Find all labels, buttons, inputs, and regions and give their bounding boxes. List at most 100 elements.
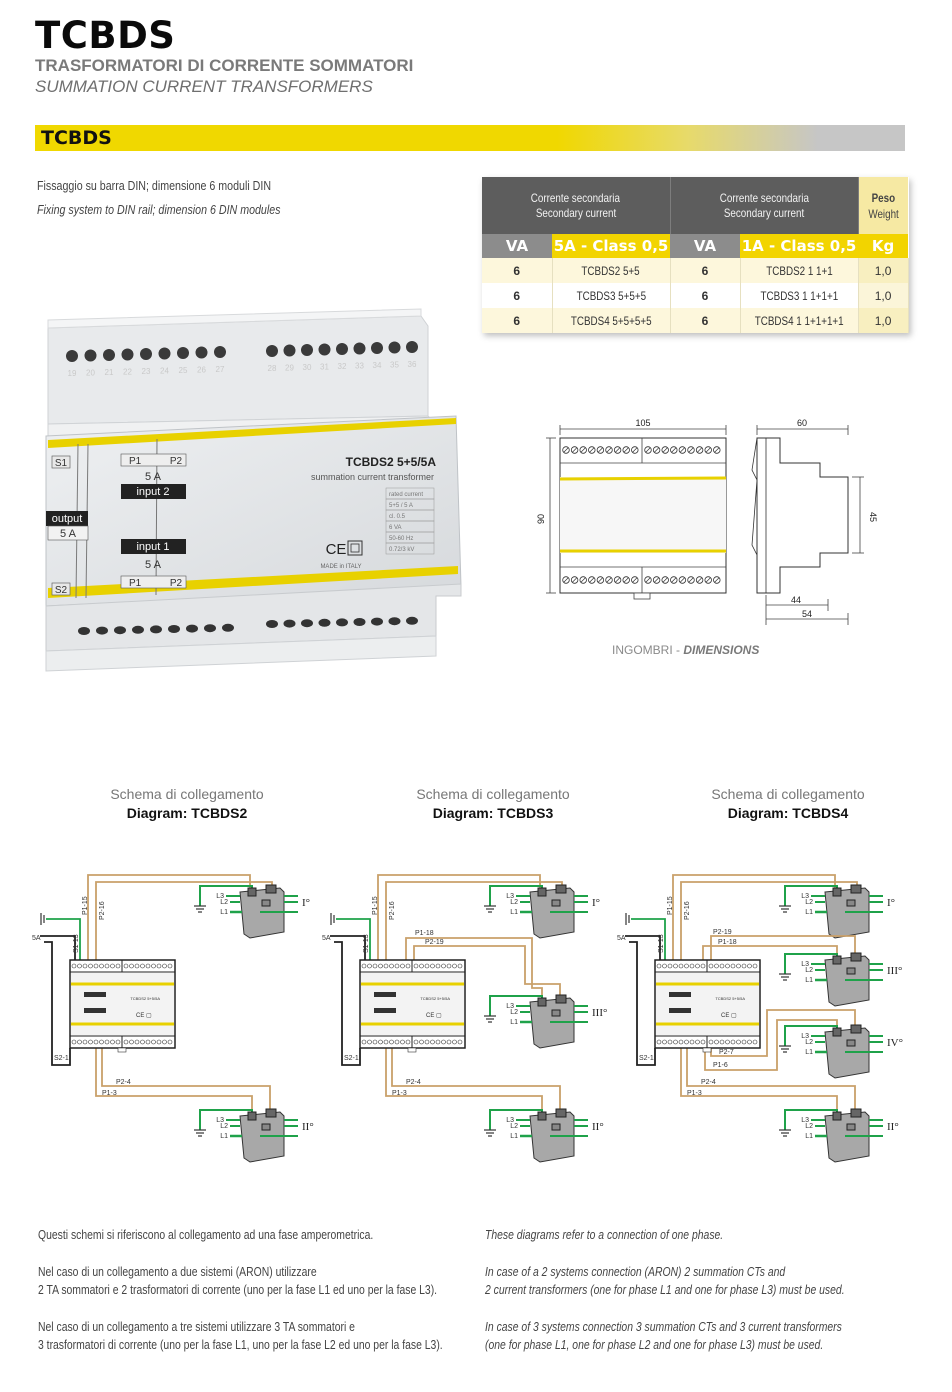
terminal-screw (104, 1039, 110, 1045)
phase-label-l2: L2 (510, 1123, 518, 1130)
terminal-screw (214, 346, 226, 358)
terminal-screw (156, 1039, 162, 1045)
phase-label-l2: L2 (510, 899, 518, 906)
ct-terminal (850, 884, 862, 894)
screw-slot (572, 577, 577, 583)
terminal-screw (367, 963, 372, 969)
screw-slot (662, 447, 668, 453)
terminal-screw (413, 963, 419, 969)
wire-p2-16 (95, 881, 273, 960)
phase-label-l1: L1 (510, 909, 518, 916)
terminal-screw (406, 341, 418, 353)
diagram-title-tcbds2: Schema di collegamento Diagram: TCBDS2 (37, 785, 337, 823)
cell-model-5a: TCBDS2 5+5 (552, 258, 671, 283)
wire-p1-3 (385, 1048, 543, 1112)
cell-va: 6 (670, 308, 741, 333)
terminal-screw (134, 963, 140, 969)
rating-cell (385, 542, 435, 555)
terminal-number: 30 (303, 363, 312, 372)
screw-slot (671, 577, 677, 583)
ct-number-label: IV° (887, 1037, 903, 1049)
note-en-2: In case of a 2 systems connection (ARON)… (485, 1264, 786, 1279)
ce-mark: CE ▢ (426, 1013, 442, 1019)
label-s2-1: S2-1 (54, 1055, 69, 1062)
terminal-screw (656, 963, 662, 969)
ct-number-label: I° (592, 897, 600, 909)
intro-text-italian: Fissaggio su barra DIN; dimensione 6 mod… (37, 178, 272, 193)
cell-model-5a: TCBDS4 5+5+5+5 (552, 308, 671, 333)
device-face (71, 973, 174, 1035)
screw-slot (645, 447, 651, 453)
terminal-screw (110, 963, 115, 969)
note-it-2: Nel caso di un collegamento a due sistem… (38, 1264, 317, 1279)
phase-label-l2: L2 (805, 899, 813, 906)
terminal-screw (372, 963, 378, 969)
terminal-screw (736, 1039, 741, 1045)
weight-header: Peso Weight (858, 177, 909, 234)
label-s1-13: S1-13 (73, 934, 80, 953)
label-p1-3: P1-3 (687, 1090, 702, 1097)
device-face (361, 973, 464, 1035)
terminal-screw (283, 344, 296, 357)
cell-va: 6 (670, 283, 741, 308)
wire-p1-15 (377, 874, 541, 960)
terminal-screw (752, 963, 758, 969)
phase-label-l3: L3 (506, 1003, 514, 1010)
screw-slot (705, 447, 711, 453)
ct-terminal (832, 1027, 842, 1037)
terminal-screw (318, 618, 331, 627)
ct-number-label: I° (302, 897, 310, 909)
screw-slot (714, 447, 720, 453)
terminal-screw (400, 963, 405, 969)
terminal-screw (99, 963, 104, 969)
screw-slot (623, 447, 629, 453)
photo-model-label: TCBDS2 5+5/5A (346, 455, 437, 469)
label-s2-1: S2-1 (639, 1055, 654, 1062)
earth-wire (336, 918, 371, 960)
terminal-screw (151, 963, 156, 969)
terminal-number: 21 (105, 368, 114, 377)
ct-terminal (850, 952, 862, 962)
terminal-number: 28 (268, 364, 277, 373)
dimension-height-label: 90 (536, 514, 546, 524)
screw-slot (688, 447, 694, 453)
table-row: 6 TCBDS4 5+5+5+5 6 TCBDS4 1 1+1+1+1 1,0 (482, 308, 909, 333)
wire-p1-3 (680, 1048, 838, 1112)
device-model: TCBDS2 5+5/5A (130, 996, 160, 1001)
phase-label-l2: L2 (805, 967, 813, 974)
screw-slot (680, 577, 685, 583)
phase-label-l3: L3 (801, 893, 809, 900)
terminal-screw (695, 1039, 700, 1045)
ct-window (846, 1039, 856, 1047)
earth-wire (631, 918, 666, 960)
terminal-screw (430, 963, 435, 969)
diagram-title-english: Diagram: TCBDS4 (727, 805, 849, 821)
terminal-screw (656, 1039, 662, 1045)
input2-label: input 2 (136, 486, 169, 498)
phase-label-l1: L1 (220, 1133, 228, 1140)
dimensions-caption: INGOMBRI - DIMENSIONS (612, 643, 759, 657)
wire-p1-15 (87, 874, 251, 960)
spec-table: Corrente secondaria Secondary current Co… (482, 177, 909, 333)
terminal-screw (71, 963, 77, 969)
terminal-screw (452, 1039, 457, 1045)
terminal-screw (752, 1039, 758, 1045)
terminal-screw (167, 963, 173, 969)
terminal-screw (700, 963, 706, 969)
note-it-1: Questi schemi si riferiscono al collegam… (38, 1227, 374, 1242)
ct-window (846, 899, 856, 907)
terminal-screws-bottom (78, 616, 418, 635)
terminal-number: 22 (123, 368, 132, 377)
terminal-screw (104, 963, 110, 969)
terminal-screw (430, 1039, 435, 1045)
group-header-1a: Corrente secondaria Secondary current (670, 177, 859, 234)
ct-window (846, 1123, 856, 1131)
ct-number-label: III° (887, 965, 902, 977)
terminal-number: 29 (285, 364, 294, 373)
